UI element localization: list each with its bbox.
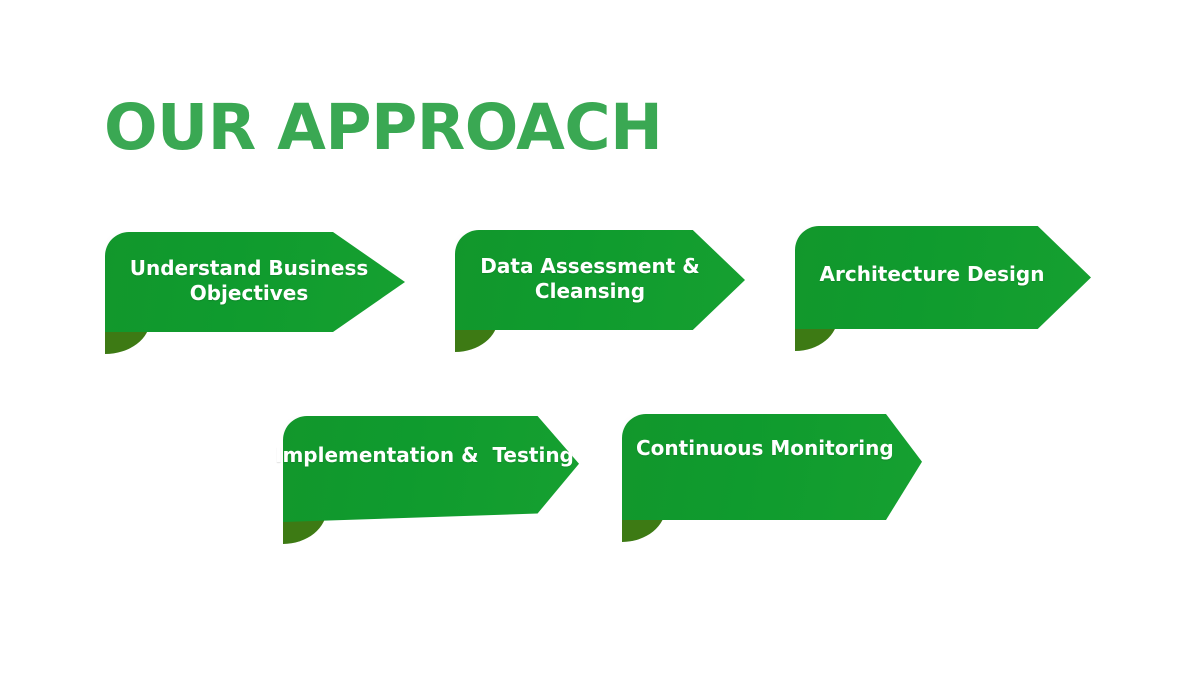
approach-step-5[interactable]: Continuous Monitoring <box>622 414 922 542</box>
banner-arrow-shape <box>795 226 1091 329</box>
approach-step-2[interactable]: Data Assessment & Cleansing <box>455 230 745 352</box>
banner-arrow-shape <box>283 416 579 522</box>
banner-arrow-shape <box>455 230 745 330</box>
approach-step-3[interactable]: Architecture Design <box>795 226 1091 351</box>
approach-step-4[interactable]: Implementation & Testing <box>275 416 579 544</box>
banner-arrow-shape <box>622 414 922 520</box>
approach-step-1[interactable]: Understand Business Objectives <box>105 232 405 354</box>
banner-arrow-shape <box>105 232 405 332</box>
page-title: OUR APPROACH <box>104 91 663 164</box>
